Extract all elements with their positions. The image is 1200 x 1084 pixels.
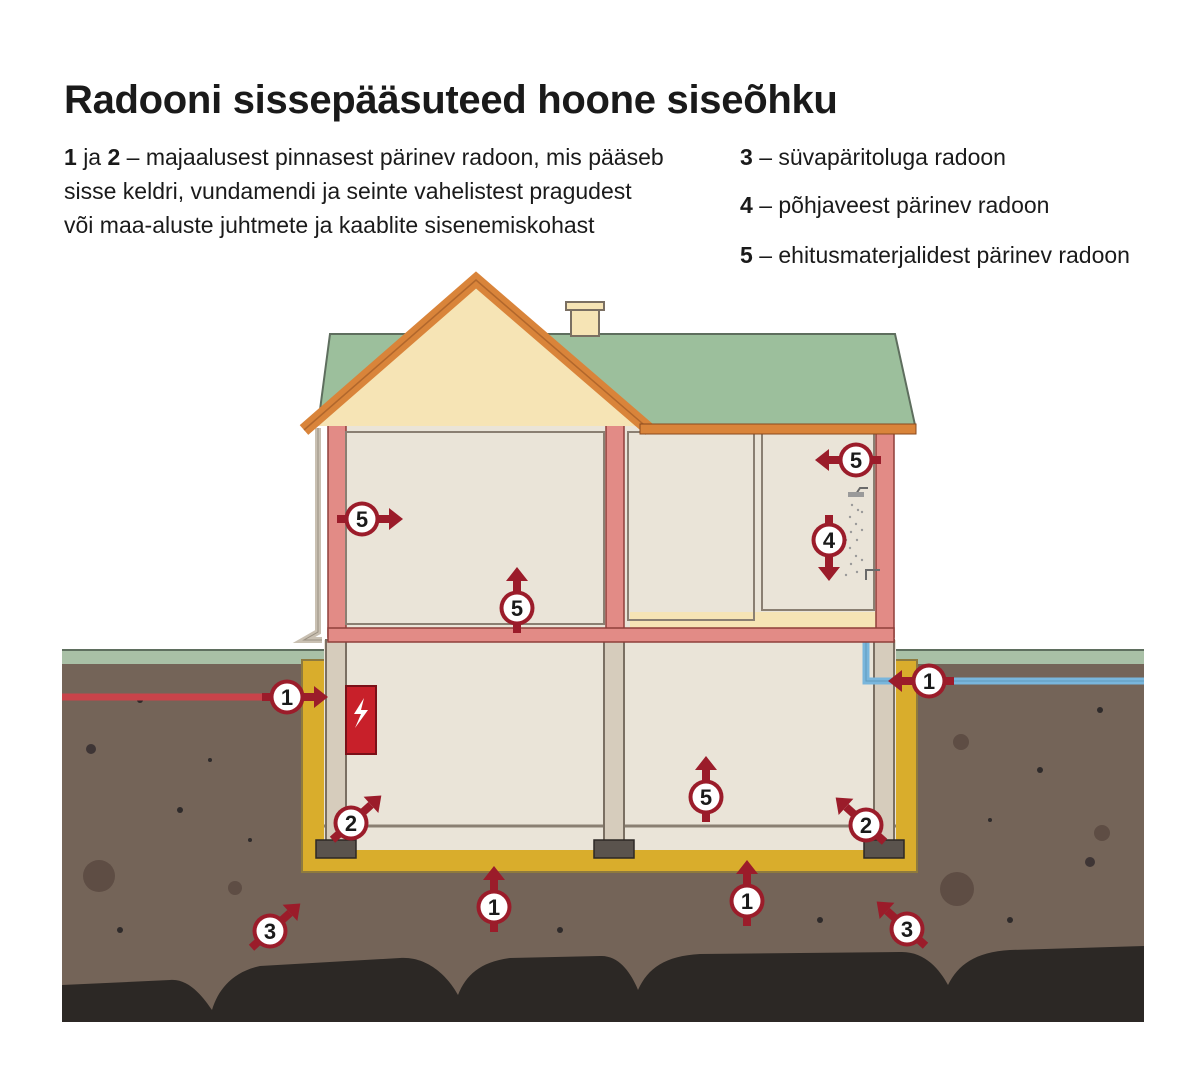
legend-number-1: 1 bbox=[64, 144, 77, 170]
marker-circle bbox=[733, 887, 761, 915]
marker-circle bbox=[337, 809, 365, 837]
radon-marker-1: 1 bbox=[476, 866, 512, 932]
marker-circle bbox=[842, 446, 870, 474]
radon-marker-1: 1 bbox=[888, 663, 954, 699]
marker-circle bbox=[348, 505, 376, 533]
radon-marker-1: 1 bbox=[729, 860, 765, 926]
arrow-head bbox=[389, 508, 403, 530]
radon-marker-2: 2 bbox=[835, 797, 888, 845]
legend-join: ja bbox=[83, 144, 102, 170]
radon-marker-4: 4 bbox=[811, 515, 847, 581]
legend-item-3: 3 – süvapäritoluga radoon bbox=[740, 140, 1160, 174]
marker-circle bbox=[852, 811, 880, 839]
arrow-head bbox=[818, 567, 840, 581]
downpipe bbox=[292, 428, 322, 643]
marker-number: 5 bbox=[511, 596, 523, 621]
marker-number: 2 bbox=[345, 811, 357, 836]
marker-circle bbox=[893, 915, 921, 943]
arrow-head bbox=[888, 670, 902, 692]
marker-circle bbox=[692, 783, 720, 811]
radon-marker-3: 3 bbox=[876, 901, 929, 949]
arrow-head bbox=[815, 449, 829, 471]
marker-number: 5 bbox=[850, 448, 862, 473]
page-title: Radooni sissepääsuteed hoone siseõhku bbox=[64, 78, 838, 122]
roof bbox=[299, 271, 917, 435]
marker-number: 1 bbox=[281, 685, 293, 710]
radon-marker-5: 5 bbox=[499, 567, 535, 633]
legend-text-1-2: – majaalusest pinnasest pärinev radoon, … bbox=[64, 144, 664, 238]
radon-marker-2: 2 bbox=[329, 795, 382, 843]
radon-marker-1: 1 bbox=[262, 679, 328, 715]
arrow-head bbox=[363, 795, 382, 814]
legend-number-5: 5 bbox=[740, 242, 753, 268]
marker-number: 5 bbox=[700, 785, 712, 810]
marker-number: 4 bbox=[823, 528, 836, 553]
radon-markers: 1 1 1 1 2 2 3 3 4 5 5 5 5 bbox=[248, 442, 954, 951]
marker-number: 1 bbox=[488, 895, 500, 920]
legend-number-4: 4 bbox=[740, 192, 753, 218]
arrow-head bbox=[876, 901, 895, 920]
radon-marker-3: 3 bbox=[248, 903, 301, 951]
marker-circle bbox=[815, 526, 843, 554]
legend-text-5: – ehitusmaterjalidest pärinev radoon bbox=[759, 242, 1130, 268]
marker-circle bbox=[273, 683, 301, 711]
arrow-head bbox=[314, 686, 328, 708]
lightning-bolt-icon bbox=[354, 698, 368, 728]
legend-item-5: 5 – ehitusmaterjalidest pärinev radoon bbox=[740, 238, 1160, 272]
marker-circle bbox=[480, 893, 508, 921]
legend-number-3: 3 bbox=[740, 144, 753, 170]
legend-number-2: 2 bbox=[107, 144, 121, 170]
radon-marker-5: 5 bbox=[688, 756, 724, 822]
marker-number: 3 bbox=[901, 917, 913, 942]
marker-number: 1 bbox=[923, 669, 935, 694]
legend-right: 3 – süvapäritoluga radoon 4 – põhjaveest… bbox=[740, 140, 1160, 288]
soil-pebbles bbox=[83, 697, 1110, 933]
arrow-head bbox=[282, 903, 301, 922]
marker-circle bbox=[915, 667, 943, 695]
shower-icon bbox=[844, 487, 880, 580]
legend-item-1-2: 1 ja 2 – majaalusest pinnasest pärinev r… bbox=[64, 140, 664, 242]
marker-number: 3 bbox=[264, 919, 276, 944]
arrow-head bbox=[736, 860, 758, 874]
bedrock-layer bbox=[62, 946, 1144, 1022]
legend-text-3: – süvapäritoluga radoon bbox=[759, 144, 1006, 170]
marker-number: 2 bbox=[860, 813, 872, 838]
marker-circle bbox=[256, 917, 284, 945]
arrow-head bbox=[483, 866, 505, 880]
arrow-head bbox=[506, 567, 528, 581]
legend-item-4: 4 – põhjaveest pärinev radoon bbox=[740, 188, 1160, 222]
arrow-head bbox=[835, 797, 854, 816]
arrow-head bbox=[695, 756, 717, 770]
electric-box bbox=[345, 685, 377, 755]
marker-number: 1 bbox=[741, 889, 753, 914]
radon-marker-5: 5 bbox=[815, 442, 881, 478]
marker-number: 5 bbox=[356, 507, 368, 532]
legend-text-4: – põhjaveest pärinev radoon bbox=[759, 192, 1050, 218]
radon-marker-5: 5 bbox=[337, 501, 403, 537]
marker-circle bbox=[503, 594, 531, 622]
